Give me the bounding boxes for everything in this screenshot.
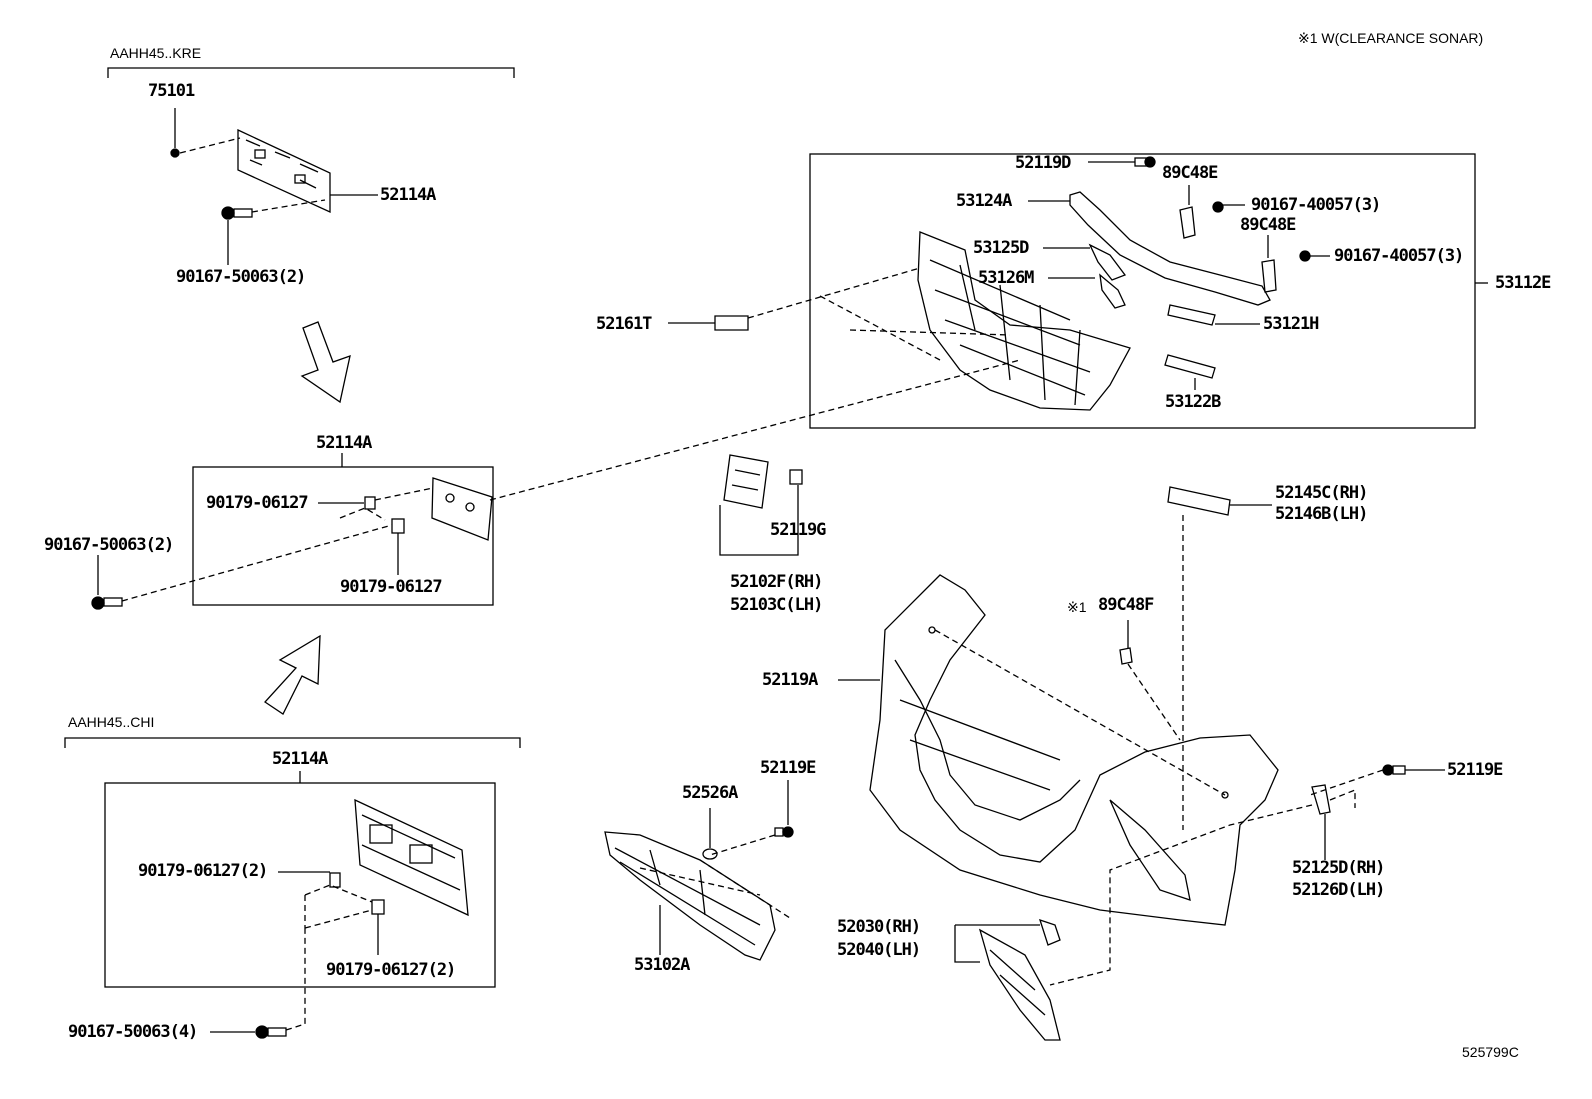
part-label-53124a: 53124A <box>956 191 1012 211</box>
part-label-89c48e-a: 89C48E <box>1162 163 1218 183</box>
part-label-52119d: 52119D <box>1015 153 1071 173</box>
box-52114a-mid <box>192 453 494 606</box>
part-label-52119g: 52119G <box>770 520 826 540</box>
bumper-cover <box>838 574 1279 926</box>
part-label-90179-06127-b: 90179-06127 <box>340 577 443 597</box>
clip-89c48e-a <box>1179 185 1245 239</box>
part-label-75101: 75101 <box>148 81 195 101</box>
screw-mid <box>91 524 393 610</box>
part-label-52119e-b: 52119E <box>1447 760 1503 780</box>
part-label-52040: 52040(LH) <box>837 940 921 960</box>
sonar-mark: ※1 <box>1067 599 1087 615</box>
part-label-89c48f: 89C48F <box>1098 595 1154 615</box>
grille-support <box>917 231 1131 411</box>
part-label-90167-50063-top: 90167-50063(2) <box>176 267 306 287</box>
license-bracket-bottom <box>278 798 469 955</box>
part-label-52030: 52030(RH) <box>837 917 921 937</box>
part-label-90167-50063-4: 90167-50063(4) <box>68 1022 198 1042</box>
variant-bracket-chi <box>64 737 521 988</box>
screw-52119d <box>1088 156 1156 168</box>
diagram-number: 525799C <box>1462 1044 1519 1060</box>
clearance-sonar-note: ※1 W(CLEARANCE SONAR) <box>1298 30 1484 46</box>
part-label-90167-50063-mid: 90167-50063(2) <box>44 535 174 555</box>
part-label-52526a: 52526A <box>682 783 738 803</box>
retainer-53124a <box>1028 191 1271 306</box>
lower-grille <box>604 831 791 961</box>
part-label-52114a-bottom: 52114A <box>272 749 328 769</box>
part-label-90167-40057-b: 90167-40057(3) <box>1334 246 1464 266</box>
clip-52526a <box>702 780 794 860</box>
part-label-52102f: 52102F(RH) <box>730 572 823 592</box>
variant-label-kre: AAHH45..KRE <box>110 45 202 61</box>
clip-52161t <box>489 267 1021 501</box>
part-label-52146b: 52146B(LH) <box>1275 504 1368 524</box>
part-label-52126d: 52126D(LH) <box>1292 880 1385 900</box>
arrow-up <box>264 634 321 715</box>
part-label-89c48e-b: 89C48E <box>1240 215 1296 235</box>
part-label-53121h: 53121H <box>1263 314 1319 334</box>
part-label-52114a-top: 52114A <box>380 185 436 205</box>
part-label-53125d: 53125D <box>973 238 1029 258</box>
part-label-52103c: 52103C(LH) <box>730 595 823 615</box>
box-53112e <box>809 153 1488 429</box>
fog-cover-52030 <box>954 918 1061 1041</box>
clip-89c48e-b <box>1261 235 1330 293</box>
part-label-90167-40057-a: 90167-40057(3) <box>1251 195 1381 215</box>
arrow-down <box>300 321 351 404</box>
screw-top <box>221 199 326 265</box>
clip-75101 <box>170 108 241 158</box>
variant-bracket-kre <box>107 67 515 78</box>
part-label-53112e: 53112E <box>1495 273 1551 293</box>
part-label-90179-06127-a: 90179-06127 <box>206 493 309 513</box>
part-label-53126m: 53126M <box>978 268 1034 288</box>
part-label-52114a-mid: 52114A <box>316 433 372 453</box>
part-label-52145c: 52145C(RH) <box>1275 483 1368 503</box>
bracket-53125d-53126m <box>1043 243 1127 309</box>
variant-label-chi: AAHH45..CHI <box>68 714 155 730</box>
screw-bottom <box>210 928 306 1039</box>
part-label-52119a: 52119A <box>762 670 818 690</box>
part-label-52125d: 52125D(RH) <box>1292 858 1385 878</box>
bracket-52125d <box>1049 764 1445 986</box>
bracket-53121h-53122b <box>1164 304 1260 390</box>
part-label-53102a: 53102A <box>634 955 690 975</box>
part-label-90179-06127-2-b: 90179-06127(2) <box>326 960 456 980</box>
part-label-53122b: 53122B <box>1165 392 1221 412</box>
license-bracket-top <box>237 128 378 214</box>
part-label-90179-06127-2-a: 90179-06127(2) <box>138 861 268 881</box>
bracket-52145c <box>1167 486 1272 830</box>
part-label-52161t: 52161T <box>596 314 652 334</box>
part-label-52119e-a: 52119E <box>760 758 816 778</box>
bracket-52102f <box>719 454 803 556</box>
